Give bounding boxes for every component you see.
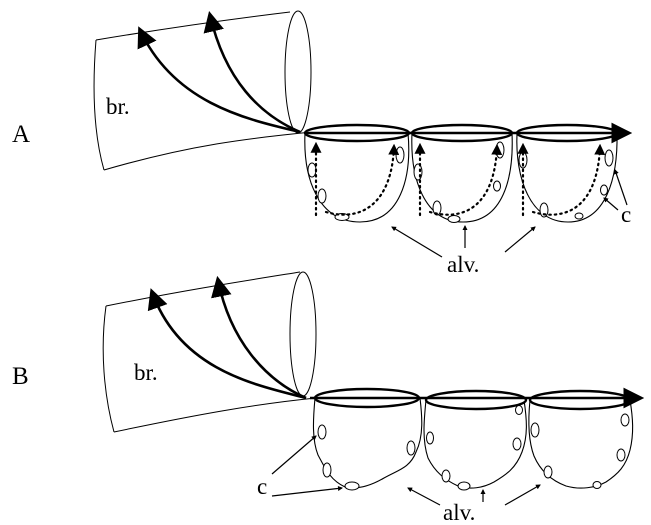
alveolar-cell <box>426 431 434 445</box>
panel-a-bronchiole: br. <box>93 10 313 171</box>
bronchiole-opening <box>284 10 312 134</box>
alveolar-cell <box>344 481 360 491</box>
bronchiole-bottom-edge <box>113 397 317 433</box>
alveolar-cell <box>530 422 540 438</box>
panel-b-bronchiole-label: br. <box>134 360 158 385</box>
panel-b-alveolus-3 <box>528 389 634 489</box>
alveolar-cell <box>600 184 608 196</box>
panel-b-flow-arrow-2 <box>211 275 307 400</box>
bronchiole-top-edge <box>95 11 291 41</box>
alveolar-cell <box>395 146 405 164</box>
panel-a-cell-pointer-2 <box>603 197 619 211</box>
panel-b-cell-pointer-1 <box>271 435 317 475</box>
alveolar-cell <box>447 215 461 223</box>
alveolar-cell <box>616 448 626 462</box>
alveolar-cell <box>493 180 501 192</box>
panel-a-cell-label: c <box>621 202 631 227</box>
alveolar-cell <box>307 162 317 178</box>
alveolar-cell <box>543 465 553 479</box>
panel-a: A br. <box>12 10 633 277</box>
panel-b-bronchiole: br. <box>102 271 317 433</box>
alveolar-cell <box>515 405 523 415</box>
panel-a-alveolus-1 <box>303 123 411 223</box>
bronchiole-top-edge <box>105 271 301 307</box>
bronchiole-bottom-edge <box>103 131 313 171</box>
bronchiole-left-edge <box>102 305 115 433</box>
panel-a-alveolus-3 <box>515 123 619 223</box>
alveolar-cell <box>317 424 327 440</box>
alveolar-cell <box>413 163 423 181</box>
alveolar-cell <box>406 440 416 456</box>
alveolar-cell <box>322 462 332 478</box>
bronchiole-opening <box>289 271 317 397</box>
bronchiole-left-edge <box>93 39 105 171</box>
alveolar-cell <box>495 141 505 159</box>
panel-b-cell-pointer-2 <box>271 485 344 497</box>
alveolar-cell <box>592 481 602 489</box>
alveolar-cell <box>432 200 442 216</box>
panel-a-flow-arrow-1 <box>137 26 301 134</box>
panel-a-alveoli-pointer-3 <box>504 226 536 253</box>
panel-b: B br. <box>12 271 645 525</box>
panel-b-alveolus-1 <box>312 387 423 491</box>
panel-b-alveoli-pointer-1 <box>407 487 441 506</box>
panel-a-alveoli-pointer-1 <box>391 226 443 258</box>
panel-a-alveolus-2 <box>410 123 514 223</box>
alveolar-cell <box>604 149 614 167</box>
panel-b-alveoli-pointer-3 <box>504 484 541 506</box>
panel-b-alveolus-2 <box>423 389 528 491</box>
panel-a-bronchiole-label: br. <box>106 94 130 119</box>
panel-b-cell-label: c <box>257 474 267 499</box>
alveolar-cell <box>441 469 451 483</box>
alveolar-cell <box>317 188 327 204</box>
panel-b-flow-arrow-1 <box>147 288 307 400</box>
panel-a-alveoli-label: alv. <box>447 252 479 277</box>
panel-a-letter: A <box>12 121 30 148</box>
alveolar-cell <box>512 437 522 451</box>
alveolar-cell <box>620 413 630 427</box>
panel-b-alveoli-label: alv. <box>443 500 475 525</box>
panel-a-cell-pointer-1 <box>613 169 628 206</box>
panel-a-flow-arrow-2 <box>203 10 301 134</box>
alveolar-cell <box>539 202 549 218</box>
alveolar-cell <box>574 212 584 220</box>
alveolar-cell <box>457 481 471 491</box>
panel-b-letter: B <box>12 363 29 390</box>
